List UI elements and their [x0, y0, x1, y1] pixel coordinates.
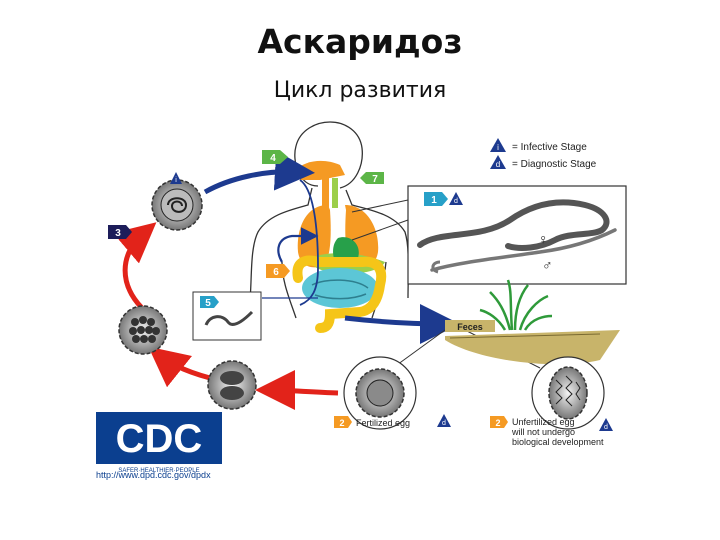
legend: i = Infective Stage d = Diagnostic Stage: [490, 138, 597, 170]
adult-worms-box: 1 d ♀ ♂: [407, 185, 627, 285]
svg-text:i: i: [175, 177, 177, 184]
step-label-7: 7: [360, 172, 384, 185]
svg-text:6: 6: [273, 267, 279, 278]
svg-text:Feces: Feces: [457, 322, 483, 332]
developing-egg-two-cell: [207, 360, 257, 410]
svg-text:4: 4: [270, 153, 276, 164]
larva-box: 5: [192, 291, 262, 341]
cdc-url: http://www.dpd.cdc.gov/dpdx: [96, 470, 211, 480]
svg-text:7: 7: [372, 174, 378, 185]
unfertilized-egg-label: 2 Unfertilized egg will not undergo biol…: [490, 416, 613, 447]
step-label-6: 6: [266, 264, 290, 278]
female-symbol: ♀: [538, 231, 549, 247]
svg-text:= Diagnostic Stage: = Diagnostic Stage: [512, 159, 597, 170]
unfertilized-egg: [531, 356, 605, 430]
svg-text:Unfertilized egg: Unfertilized egg: [512, 417, 575, 427]
svg-text:CDC: CDC: [116, 417, 203, 461]
svg-text:biological development: biological development: [512, 437, 604, 447]
svg-text:2: 2: [339, 418, 344, 428]
svg-text:= Infective Stage: = Infective Stage: [512, 142, 587, 153]
fertilized-egg-label: 2 Fertilized egg d: [334, 414, 451, 428]
infective-embryonated-egg: i: [151, 172, 203, 231]
svg-text:5: 5: [205, 298, 211, 309]
svg-text:d: d: [604, 424, 608, 431]
page-title: Аскаридоз: [257, 22, 463, 61]
svg-text:SAFER·HEALTHIER·PEOPLE: SAFER·HEALTHIER·PEOPLE: [118, 468, 199, 474]
step-label-4: 4: [262, 150, 288, 164]
svg-text:2: 2: [495, 418, 500, 428]
svg-text:Fertilized egg: Fertilized egg: [356, 418, 410, 428]
step-label-3: 3: [108, 225, 132, 239]
diagnostic-stage-legend: d = Diagnostic Stage: [490, 155, 597, 170]
svg-text:d: d: [454, 198, 458, 205]
svg-text:3: 3: [115, 228, 121, 239]
developing-egg-morula: [118, 305, 168, 355]
feces-label: Feces: [445, 320, 495, 332]
male-worm: [430, 228, 617, 272]
page-subtitle: Цикл развития: [273, 78, 447, 103]
svg-text:i: i: [497, 143, 499, 152]
svg-text:1: 1: [431, 195, 437, 206]
migration-arrow: [277, 227, 319, 263]
svg-text:will not undergo: will not undergo: [511, 427, 575, 437]
respiratory-digestive-organs: [292, 160, 387, 333]
svg-text:d: d: [496, 160, 500, 169]
male-symbol: ♂: [542, 257, 553, 273]
infective-stage-legend: i = Infective Stage: [490, 138, 587, 153]
svg-text:d: d: [442, 420, 446, 427]
female-worm: [417, 199, 610, 251]
soil-and-grass: [445, 279, 620, 365]
fertilized-egg: [343, 356, 417, 430]
cdc-logo: CDC SAFER·HEALTHIER·PEOPLE: [96, 412, 222, 474]
